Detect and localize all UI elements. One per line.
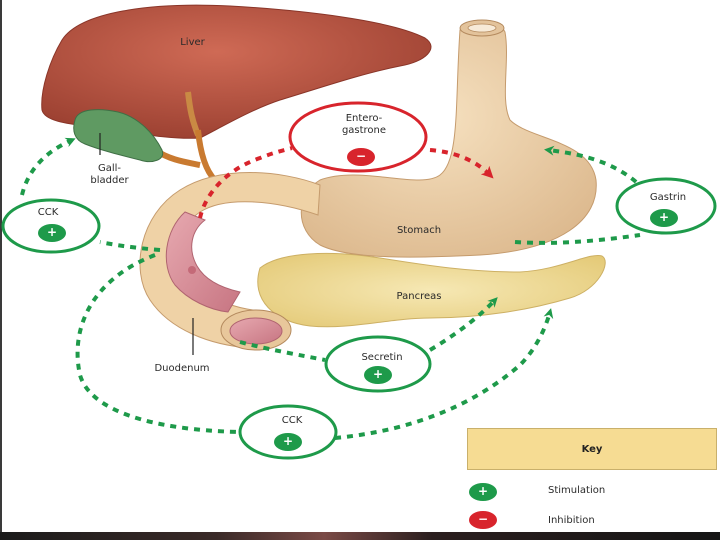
hormone-enterogastrone-node: [288, 101, 428, 173]
key-stimulation-label: Stimulation: [548, 485, 606, 496]
hormone-cck-left-node: [1, 198, 101, 254]
hormone-secretin-node: [324, 335, 432, 393]
hormone-cck-bottom-node: [238, 404, 338, 460]
stomach: [300, 19, 597, 258]
hormone-gastrin-node: [615, 177, 717, 235]
path-stomach-to-gastrin: [514, 233, 641, 245]
label-secretin: Secretin: [361, 352, 403, 363]
label-cck-left: CCK: [37, 207, 59, 218]
path-enterogastrone-to-stomach: [429, 148, 494, 179]
sign-cck-bottom: +: [282, 434, 294, 448]
sign-gastrin: +: [658, 210, 670, 224]
label-gallbladder: Gall- bladder: [90, 163, 129, 186]
pathways-inhibition: [198, 146, 494, 219]
path-secretin-to-pancreas: [428, 297, 498, 352]
key-inhibition-label: Inhibition: [548, 515, 595, 526]
path-cck-left-to-gallbladder: [20, 137, 76, 196]
pancreas: [257, 252, 606, 328]
label-duodenum: Duodenum: [154, 363, 210, 374]
key-minus-sign: −: [477, 512, 489, 526]
path-duodenum-to-enterogastrone: [198, 146, 293, 219]
sign-enterogastrone: −: [355, 149, 367, 163]
path-duodenum-to-secretin: [239, 340, 326, 362]
label-stomach: Stomach: [396, 225, 442, 236]
path-gastrin-to-stomach: [544, 145, 647, 192]
sign-secretin: +: [372, 367, 384, 381]
label-pancreas: Pancreas: [396, 291, 442, 302]
bottom-video-strip: [0, 532, 720, 540]
path-duodenum-to-cck-left: [99, 240, 161, 252]
duodenum: [139, 172, 321, 355]
sign-cck-left: +: [46, 225, 58, 239]
label-cck-bottom: CCK: [281, 415, 303, 426]
key-box: Key: [467, 428, 717, 470]
key-title: Key: [581, 444, 603, 455]
key-plus-sign: +: [477, 484, 489, 498]
key-stimulation-icon: [469, 483, 497, 501]
gallbladder: [73, 109, 164, 163]
label-liver: Liver: [180, 37, 205, 48]
label-enterogastrone: Entero- gastrone: [341, 113, 387, 136]
label-gastrin: Gastrin: [649, 192, 687, 203]
pathways-stimulation: [20, 137, 647, 440]
key-inhibition-icon: [469, 511, 497, 529]
left-edge-border: [0, 0, 2, 532]
